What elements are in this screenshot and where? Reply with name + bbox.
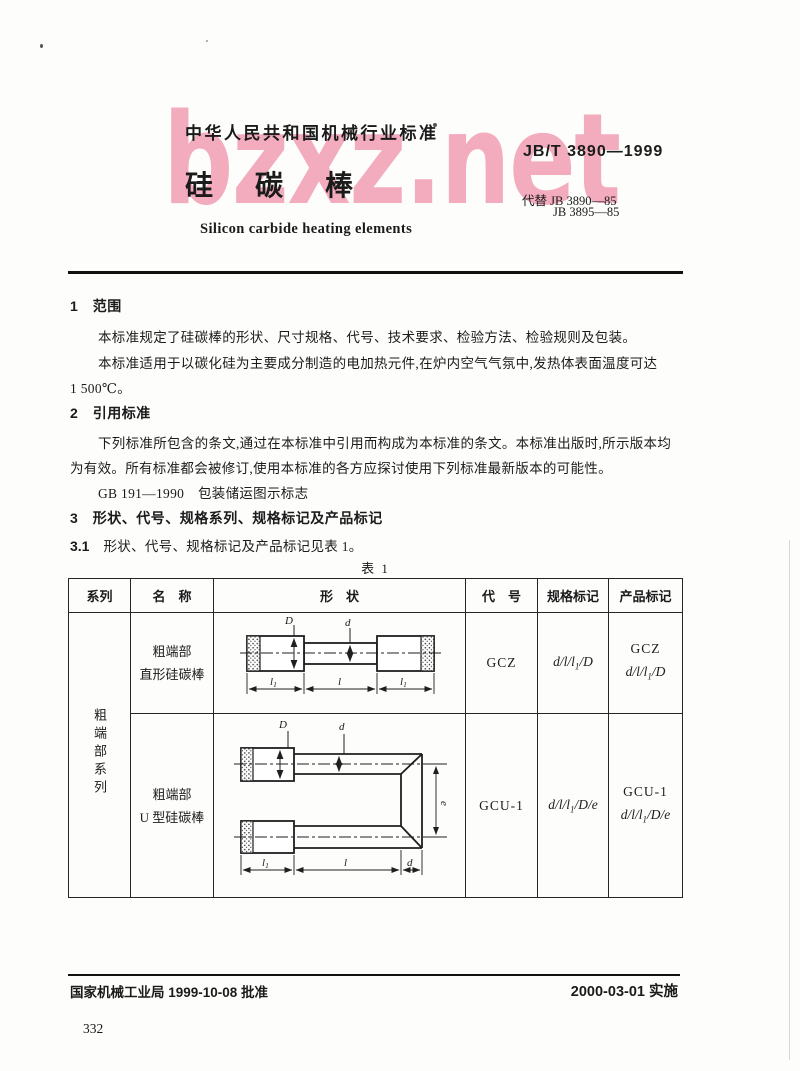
table-row: 粗端部系列 粗端部 直形硅碳棒: [68, 612, 683, 898]
referenced-standard: GB 191—1990 包装储运图示标志: [98, 486, 309, 501]
dim-label-d: d: [339, 721, 345, 733]
table-1: 系列 名 称 形 状 代 号 规格标记 产品标记 粗端部系列 粗端部 直形硅碳棒: [68, 578, 683, 898]
section-3-heading: 3 形状、代号、规格系列、规格标记及产品标记: [70, 510, 383, 526]
dim-label-D: D: [278, 719, 287, 731]
series-cell: 粗端部系列: [68, 612, 131, 898]
section-3-1-text: 形状、代号、规格标记及产品标记见表 1。: [103, 539, 363, 554]
footer-rule: [68, 974, 680, 976]
spec-mark-cell: d/l/l1/D/e: [537, 713, 609, 898]
standard-type-heading: 中华人民共和国机械行业标准: [185, 124, 439, 143]
dim-label-d: d: [345, 617, 351, 629]
product-mark-cell: GCZ d/l/l1/D: [608, 612, 683, 714]
document-title-en: Silicon carbide heating elements: [200, 221, 413, 237]
product-mark-line: GCU-1: [623, 783, 668, 799]
name-line: U 型硅碳棒: [139, 809, 205, 825]
name-line: 粗端部: [152, 786, 192, 802]
col-header-product-mark: 产品标记: [608, 578, 683, 613]
standard-code: JB/T 3890—1999: [523, 143, 664, 160]
col-header-shape: 形 状: [213, 578, 466, 613]
name-cell-straight-rod: 粗端部 直形硅碳棒: [130, 612, 214, 714]
code-cell: GCU-1: [465, 713, 538, 898]
dim-label-l1: l1: [262, 857, 269, 870]
spec-mark-cell: d/l/l1/D: [537, 612, 609, 714]
section-3-1-line: 3.1 形状、代号、规格标记及产品标记见表 1。: [70, 535, 363, 556]
scan-speck: [206, 40, 208, 42]
scan-speck: [433, 123, 437, 127]
code-cell: GCZ: [465, 612, 538, 714]
dim-label-l: l: [344, 857, 347, 869]
dim-label-d: d: [407, 857, 413, 869]
implementation-note: 2000-03-01 实施: [570, 984, 678, 1000]
u-rod-diagram: D d e l1 l d: [234, 719, 450, 875]
section-1-paragraph-2-line-1: 本标准适用于以碳化硅为主要成分制造的电加热元件,在炉内空气气氛中,发热体表面温度…: [98, 356, 658, 371]
dim-label-l: l: [338, 676, 341, 688]
straight-rod-diagram: D d l1 l l1: [240, 615, 441, 694]
product-mark-cell: GCU-1 d/l/l1/D/e: [608, 713, 683, 898]
product-mark-line: GCZ: [630, 641, 661, 657]
section-2-paragraph-line-1: 下列标准所包含的条文,通过在本标准中引用而构成为本标准的条文。本标准出版时,所示…: [98, 436, 672, 451]
document-title-cn: 硅 碳 棒: [185, 170, 361, 201]
product-mark-line: d/l/l1/D/e: [620, 806, 671, 825]
series-label: 粗端部系列: [92, 707, 107, 798]
name-line: 粗端部: [152, 644, 192, 659]
approval-note: 国家机械工业局 1999-10-08 批准: [70, 985, 269, 1000]
replaces-line-1: 代替 JB 3890—85: [522, 194, 617, 208]
col-header-spec-mark: 规格标记: [537, 578, 609, 613]
col-header-name: 名 称: [130, 578, 214, 613]
section-1-heading: 1 范围: [70, 298, 122, 314]
shape-cell-straight-rod: D d l1 l l1: [213, 612, 466, 714]
section-2-heading: 2 引用标准: [70, 405, 151, 421]
shape-cell-u-rod: D d e l1 l d: [213, 713, 466, 898]
replaces-line-2: JB 3895—85: [553, 205, 620, 219]
scan-speck: [40, 44, 43, 48]
table-row: 粗端部 U 型硅碳棒: [69, 713, 683, 898]
section-1-paragraph-2-line-2: 1 500℃。: [70, 381, 132, 396]
dim-label-D: D: [284, 615, 293, 627]
page-number: 332: [83, 1021, 104, 1036]
section-3-1-number: 3.1: [70, 538, 90, 554]
scan-edge-line: [789, 540, 790, 1060]
section-1-paragraph-1: 本标准规定了硅碳棒的形状、尺寸规格、代号、技术要求、检验方法、检验规则及包装。: [98, 330, 637, 345]
col-header-code: 代 号: [465, 578, 538, 613]
name-cell-u-rod: 粗端部 U 型硅碳棒: [130, 713, 214, 898]
name-line: 直形硅碳棒: [139, 667, 205, 682]
col-header-series: 系列: [68, 578, 131, 613]
header-rule: [68, 271, 683, 274]
dim-label-e: e: [438, 801, 450, 806]
dim-label-l1: l1: [400, 676, 407, 689]
section-2-paragraph-line-2: 为有效。所有标准都会被修订,使用本标准的各方应探讨使用下列标准最新版本的可能性。: [70, 461, 612, 476]
table-header-row: 系列 名 称 形 状 代 号 规格标记 产品标记: [68, 578, 683, 613]
product-mark-line: d/l/l1/D: [625, 664, 666, 682]
dim-label-l1: l1: [270, 676, 277, 689]
table-caption: 表 1: [361, 561, 390, 576]
watermark: bzxz.net: [163, 86, 621, 233]
